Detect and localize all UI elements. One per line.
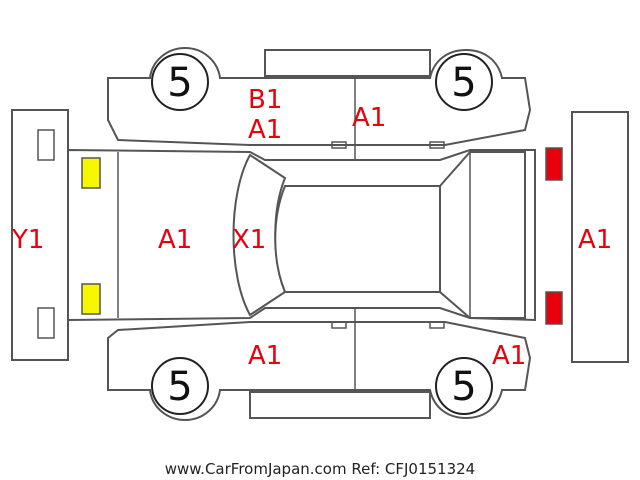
headlights: [81, 157, 101, 315]
tire-top-left: 5: [151, 53, 209, 111]
taillight-right: [545, 291, 563, 325]
roof-panel: [274, 185, 441, 293]
tire-bottom-left: 5: [151, 357, 209, 415]
rear-window: [439, 151, 526, 319]
roof-strips: [249, 49, 431, 419]
headlight-right: [81, 283, 101, 315]
label-front-bumper: Y1: [11, 225, 44, 255]
label-roof-b: B1: [248, 85, 282, 115]
label-rear-right-quarter: A1: [492, 341, 526, 371]
label-hood: A1: [158, 225, 192, 255]
label-rear-bumper: A1: [578, 225, 612, 255]
tire-top-right: 5: [435, 53, 493, 111]
tire-bottom-right-value: 5: [451, 364, 476, 410]
tire-bottom-right: 5: [435, 357, 493, 415]
front-bumper: [11, 109, 69, 361]
label-front-left-fender: A1: [248, 115, 282, 145]
headlight-left: [81, 157, 101, 189]
taillight-left: [545, 147, 563, 181]
label-windshield: X1: [232, 225, 266, 255]
tire-top-right-value: 5: [451, 60, 476, 106]
label-front-right-fender: A1: [248, 341, 282, 371]
label-rear-left-door: A1: [352, 103, 386, 133]
tire-top-left-value: 5: [167, 60, 192, 106]
rear-bumper: [571, 111, 629, 363]
footer-text: www.CarFromJapan.com Ref: CFJ0151324: [165, 460, 475, 478]
tire-bottom-left-value: 5: [167, 364, 192, 410]
taillights: [545, 147, 563, 325]
door-lines: [331, 78, 445, 390]
